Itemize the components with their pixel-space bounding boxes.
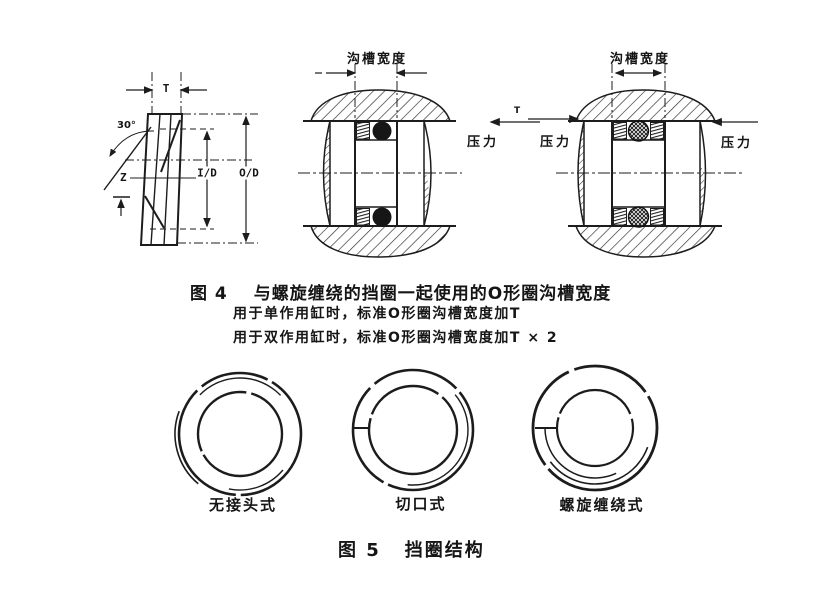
ring-label-cut: 切口式 xyxy=(395,495,447,513)
housing-wall xyxy=(574,89,717,122)
figure4-note-line1: 用于单作用缸时，标准O形圈沟槽宽度加T xyxy=(233,306,521,322)
o-ring xyxy=(372,121,392,141)
pressure-label: 压力 xyxy=(720,136,754,151)
figure4-caption: 图 4 与螺旋缠绕的挡圈一起使用的O形圈沟槽宽度 xyxy=(190,279,611,304)
groove-width-label: 沟槽宽度 xyxy=(346,52,408,67)
housing-wall xyxy=(310,89,452,122)
spiral-wrap-line xyxy=(160,119,181,173)
o-ring xyxy=(372,207,392,227)
id-label: I/D xyxy=(196,166,218,180)
od-label: O/D xyxy=(238,166,260,180)
pressure-label: 压力 xyxy=(539,135,573,150)
figure4-caption-text: 与螺旋缠绕的挡圈一起使用的O形圈沟槽宽度 xyxy=(253,284,612,304)
ring-label-spiral: 螺旋缠绕式 xyxy=(559,496,645,514)
double-acting-diagram xyxy=(528,64,758,258)
ring-label-endless: 无接头式 xyxy=(208,496,278,514)
figure5-caption: 图 5 挡圈结构 xyxy=(338,536,485,562)
backup-ring xyxy=(650,208,664,226)
backup-ring xyxy=(613,208,627,226)
o-ring xyxy=(627,120,650,142)
pressure-label: 压力 xyxy=(466,135,500,150)
spiral-wrap-line xyxy=(144,195,165,229)
housing-wall xyxy=(310,225,452,258)
figure4-note-line2: 用于双作用缸时，标准O形圈沟槽宽度加T × 2 xyxy=(233,330,559,346)
ring-spiral-drawing xyxy=(531,364,659,492)
o-ring xyxy=(627,206,650,228)
cross-section-drawing xyxy=(103,72,258,246)
single-acting-diagram xyxy=(298,64,540,258)
t-mark-label: T xyxy=(514,106,521,116)
backup-ring xyxy=(356,208,370,226)
housing-wall xyxy=(574,225,717,258)
ring-cut-drawing xyxy=(351,368,475,492)
backup-ring xyxy=(613,122,627,140)
groove-width-label: 沟槽宽度 xyxy=(609,52,671,67)
backup-ring xyxy=(356,122,370,140)
figure5-caption-number: 图 5 xyxy=(338,540,381,561)
z-label: Z xyxy=(119,171,128,184)
figure5-caption-text: 挡圈结构 xyxy=(404,540,485,561)
angle-label: 30° xyxy=(117,120,136,131)
dim-t-label: T xyxy=(161,82,171,95)
angle-arc xyxy=(109,130,155,158)
backup-ring xyxy=(650,122,664,140)
figure4-caption-number: 图 4 xyxy=(190,284,228,304)
